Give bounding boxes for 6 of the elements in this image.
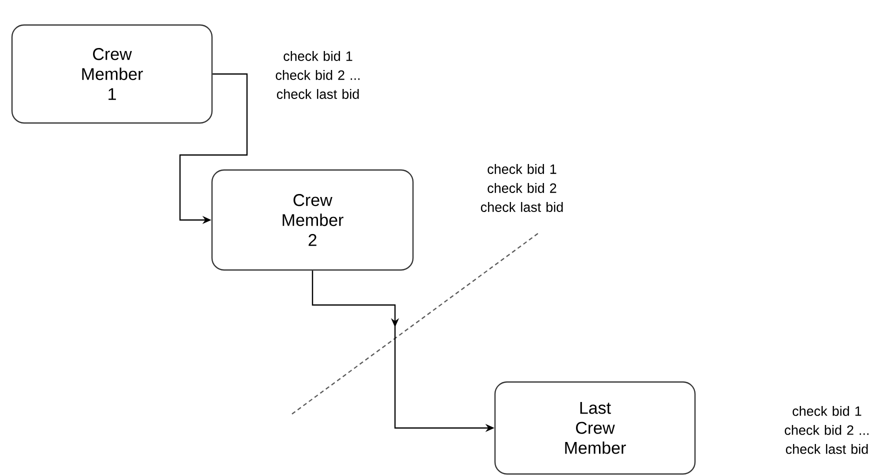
- note-text: check bid 1 check bid 2 check last bid: [480, 164, 563, 212]
- note-text: check bid 1 check bid 2 ... check last bid: [276, 51, 360, 99]
- process-box: Last Crew Member: [494, 381, 696, 475]
- process-box: Crew Member 2: [211, 169, 414, 271]
- note-text: check bid 1 check bid 2 ... check last bid: [784, 406, 869, 454]
- process-box: Crew Member 1: [11, 24, 213, 124]
